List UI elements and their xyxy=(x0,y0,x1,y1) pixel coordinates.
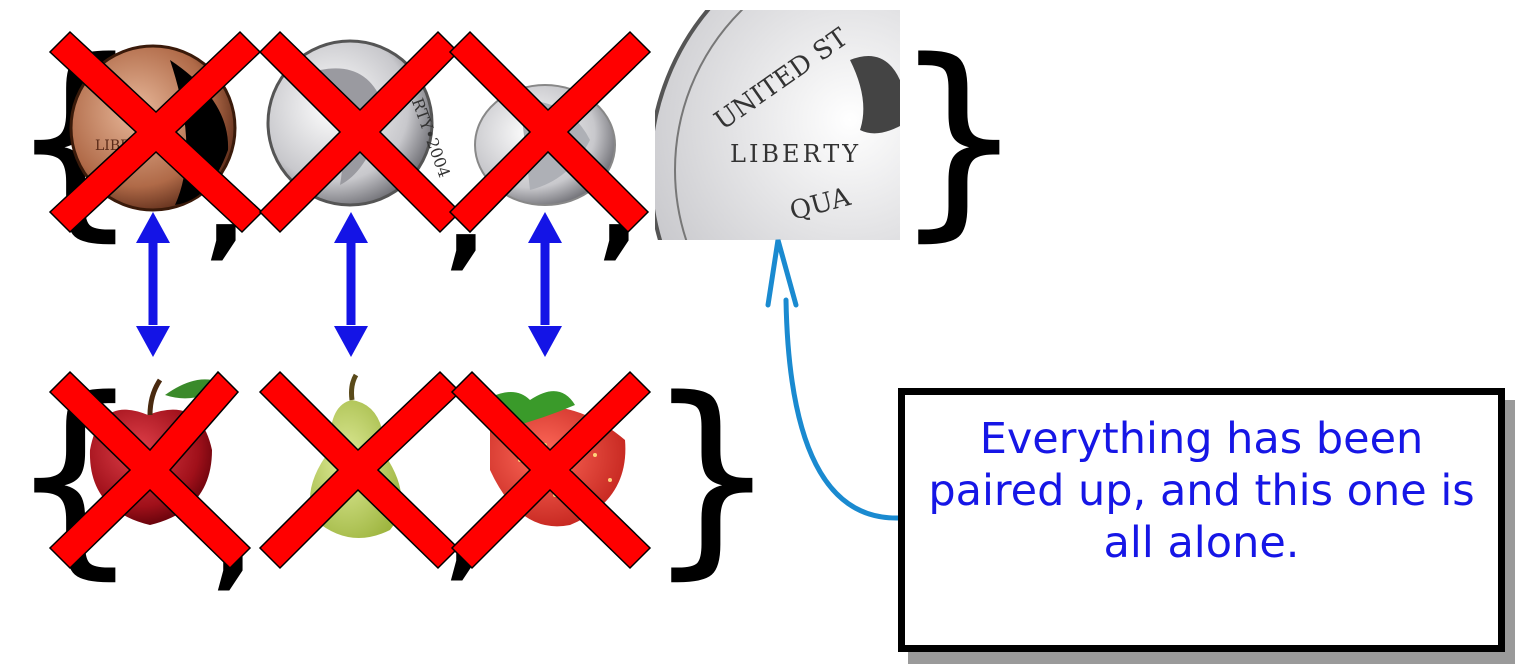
top-right-brace: } xyxy=(892,15,1026,260)
pairing-arrows xyxy=(136,212,562,357)
callout-box: Everything has been paired up, and this … xyxy=(898,388,1505,652)
pair-arrow xyxy=(334,212,368,357)
pair-arrow xyxy=(528,212,562,357)
svg-text:LIBERTY: LIBERTY xyxy=(730,140,861,168)
top-set: { LIBER , RTY•2004 , , LIB xyxy=(8,0,1150,420)
bottom-right-brace: } xyxy=(645,353,779,598)
callout-text: Everything has been paired up, and this … xyxy=(905,413,1498,569)
cross-mark xyxy=(260,372,460,568)
callout-arrow xyxy=(768,240,898,518)
pair-arrow xyxy=(136,212,170,357)
